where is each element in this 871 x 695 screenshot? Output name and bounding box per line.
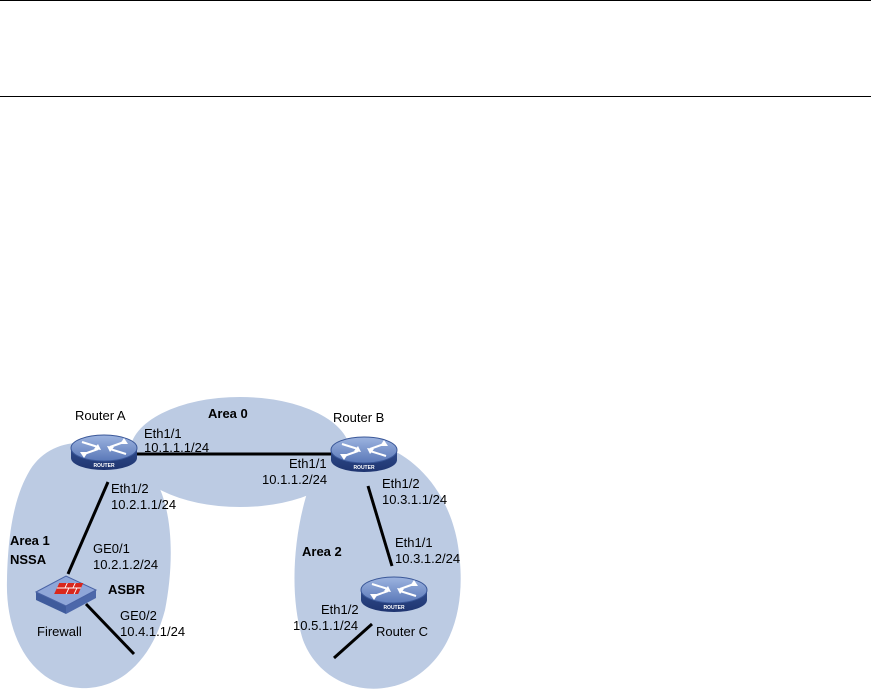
area1-type-label: NSSA — [10, 552, 47, 567]
rb-eth11-name: Eth1/1 — [289, 456, 327, 471]
rc-eth11-ip: 10.3.1.2/24 — [395, 551, 460, 566]
header-rule — [0, 96, 871, 97]
fw-ge02-name: GE0/2 — [120, 608, 157, 623]
router-a-label: Router A — [75, 408, 126, 423]
rb-eth11-ip: 10.1.1.2/24 — [262, 472, 327, 487]
router-c-label: Router C — [376, 624, 428, 639]
router-badge: ROUTER — [353, 465, 375, 471]
area0-label: Area 0 — [208, 406, 248, 421]
brick-wall-icon — [54, 583, 84, 594]
top-rule — [0, 0, 871, 1]
area0-region — [130, 397, 350, 507]
link-rb-rc — [366, 485, 394, 567]
ra-eth12-name: Eth1/2 — [111, 481, 149, 496]
router-c[interactable]: ROUTER — [360, 576, 428, 613]
area1-label: Area 1 — [10, 533, 50, 548]
router-a[interactable]: ROUTER — [70, 434, 138, 471]
router-badge: ROUTER — [93, 463, 115, 469]
rb-eth12-name: Eth1/2 — [382, 476, 420, 491]
link-fw-out — [84, 602, 136, 656]
area2-label: Area 2 — [302, 544, 342, 559]
firewall[interactable] — [34, 575, 98, 614]
link-rc-out — [332, 622, 374, 660]
router-b[interactable]: ROUTER — [330, 436, 398, 473]
ra-eth11-name: Eth1/1 — [144, 426, 182, 441]
firewall-side-icon — [36, 592, 66, 614]
fw-ge02-ip: 10.4.1.1/24 — [120, 624, 185, 639]
area1-region — [6, 442, 171, 689]
rc-eth12-ip: 10.5.1.1/24 — [293, 618, 358, 633]
rb-eth12-ip: 10.3.1.1/24 — [382, 492, 447, 507]
link-ra-fw — [66, 481, 110, 575]
router-badge: ROUTER — [383, 605, 405, 611]
firewall-front-icon — [66, 590, 96, 614]
asbr-label: ASBR — [108, 582, 145, 597]
ra-eth12-ip: 10.2.1.1/24 — [111, 497, 176, 512]
router-b-label: Router B — [333, 410, 384, 425]
fw-ge01-name: GE0/1 — [93, 541, 130, 556]
rc-eth12-name: Eth1/2 — [321, 602, 359, 617]
firewall-label: Firewall — [37, 624, 82, 639]
fw-ge01-ip: 10.2.1.2/24 — [93, 557, 158, 572]
rc-eth11-name: Eth1/1 — [395, 535, 433, 550]
area2-region — [294, 440, 461, 689]
ra-eth11-ip: 10.1.1.1/24 — [144, 440, 209, 455]
